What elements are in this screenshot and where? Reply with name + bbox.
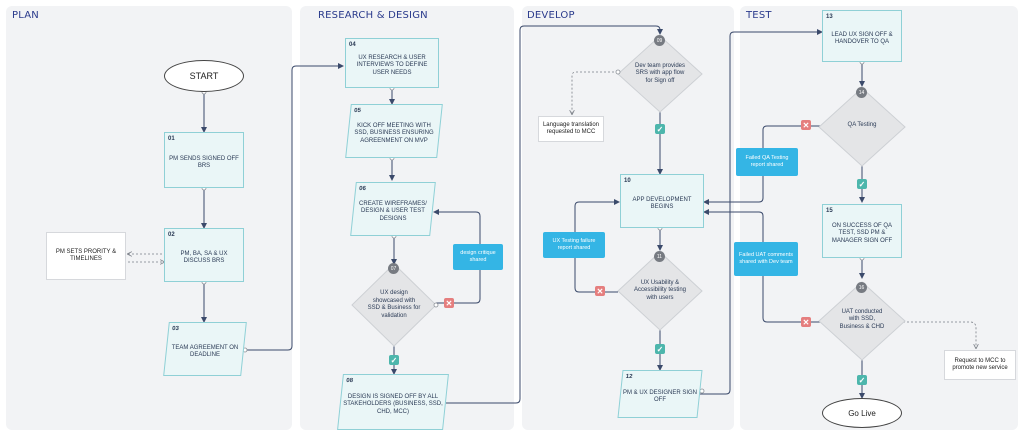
step-label: CREATE WIREFRAMES/ DESIGN & USER TEST DE… (359, 200, 427, 222)
decision-diamond-16 (818, 281, 906, 361)
step-number: 01 (168, 136, 175, 142)
step-label: PM SENDS SIGNED OFF BRS (169, 155, 239, 170)
step-label: KICK OFF MEETING WITH SSD, BUSINESS ENSU… (354, 122, 434, 144)
translation-box: Language translation requested to MCC (538, 116, 604, 142)
decision-number-11: 11 (654, 251, 665, 262)
reject-icon: ✕ (595, 286, 605, 296)
decision-number-16: 16 (856, 282, 867, 293)
uat-failure-note: Failed UAT comments shared with Dev team (734, 242, 798, 276)
approve-icon: ✓ (655, 124, 665, 134)
step-number: 10 (624, 178, 631, 184)
step-12: 12 PM & UX DESIGNER SIGN OFF (617, 370, 703, 418)
go-live-terminal: Go Live (822, 398, 902, 428)
decision-11-label: UX Usability & Accessibility testing wit… (633, 279, 687, 301)
step-03: 03 TEAM AGREEMENT ON DEADLINE (163, 322, 247, 376)
step-label: UX RESEARCH & USER INTERVIEWS TO DEFINE … (356, 54, 428, 76)
step-label: ON SUCCESS OF QA TEST, SSD PM & MANAGER … (831, 222, 893, 244)
decision-diamond-07 (351, 263, 437, 347)
step-number: 13 (826, 14, 833, 20)
step-label: PM & UX DESIGNER SIGN OFF (623, 389, 698, 404)
reject-icon: ✕ (801, 317, 811, 327)
step-01: 01 PM SENDS SIGNED OFF BRS (164, 132, 244, 188)
approve-icon: ✓ (655, 344, 665, 354)
decision-number-14: 14 (856, 87, 867, 98)
step-02: 02 PM, BA, SA & UX DISCUSS BRS (164, 228, 244, 282)
step-number: 04 (349, 42, 356, 48)
step-04: 04 UX RESEARCH & USER INTERVIEWS TO DEFI… (345, 38, 439, 88)
decision-number-07: 07 (388, 263, 399, 274)
approve-icon: ✓ (857, 179, 867, 189)
mcc-request-box: Request to MCC to promote new service (944, 350, 1016, 380)
step-number: 15 (826, 208, 833, 214)
start-terminal: START (164, 60, 244, 92)
decision-diamond-11 (617, 251, 703, 331)
step-15: 15 ON SUCCESS OF QA TEST, SSD PM & MANAG… (822, 204, 902, 258)
step-label: DESIGN IS SIGNED OFF BY ALL STAKEHOLDERS… (343, 393, 443, 415)
decision-14-label: QA Testing (847, 122, 877, 129)
step-label: LEAD UX SIGN OFF & HANDOVER TO QA (831, 31, 893, 46)
decision-diamond-14 (818, 87, 906, 167)
priority-box: PM SETS PRORITY & TIMELINES (46, 232, 126, 280)
lane-title-plan: PLAN (12, 10, 39, 21)
lane-plan (6, 6, 292, 430)
step-10: 10 APP DEVELOPMENT BEGINS (620, 174, 704, 228)
step-number: 02 (168, 232, 175, 238)
step-label: APP DEVELOPMENT BEGINS (632, 196, 692, 211)
design-critique-note: design critique shared (453, 244, 503, 270)
ux-failure-note: UX Testing failure report shared (543, 232, 605, 258)
decision-number-09: 09 (654, 35, 665, 46)
step-08: 08 DESIGN IS SIGNED OFF BY ALL STAKEHOLD… (337, 374, 449, 430)
decision-16-label: UAT conducted with SSD, Business & CHD (839, 308, 885, 330)
qa-failure-note: Failed QA Testing report shared (736, 148, 798, 176)
step-label: PM, BA, SA & UX DISCUSS BRS (180, 250, 228, 265)
lane-title-research: RESEARCH & DESIGN (318, 10, 428, 21)
reject-icon: ✕ (444, 298, 454, 308)
step-05: 05 KICK OFF MEETING WITH SSD, BUSINESS E… (345, 104, 443, 158)
lane-title-test: TEST (746, 10, 772, 21)
approve-icon: ✓ (857, 375, 867, 385)
step-13: 13 LEAD UX SIGN OFF & HANDOVER TO QA (822, 10, 902, 62)
step-06: 06 CREATE WIREFRAMES/ DESIGN & USER TEST… (350, 182, 436, 236)
lane-title-develop: DEVELOP (527, 10, 575, 21)
decision-diamond-09 (617, 35, 703, 113)
decision-07-label: UX design showcased with SSD & Business … (367, 290, 421, 319)
approve-icon: ✓ (389, 355, 399, 365)
step-label: TEAM AGREEMENT ON DEADLINE (171, 344, 239, 359)
decision-09-label: Dev team provides SRS with app flow for … (634, 62, 686, 84)
reject-icon: ✕ (801, 120, 811, 130)
